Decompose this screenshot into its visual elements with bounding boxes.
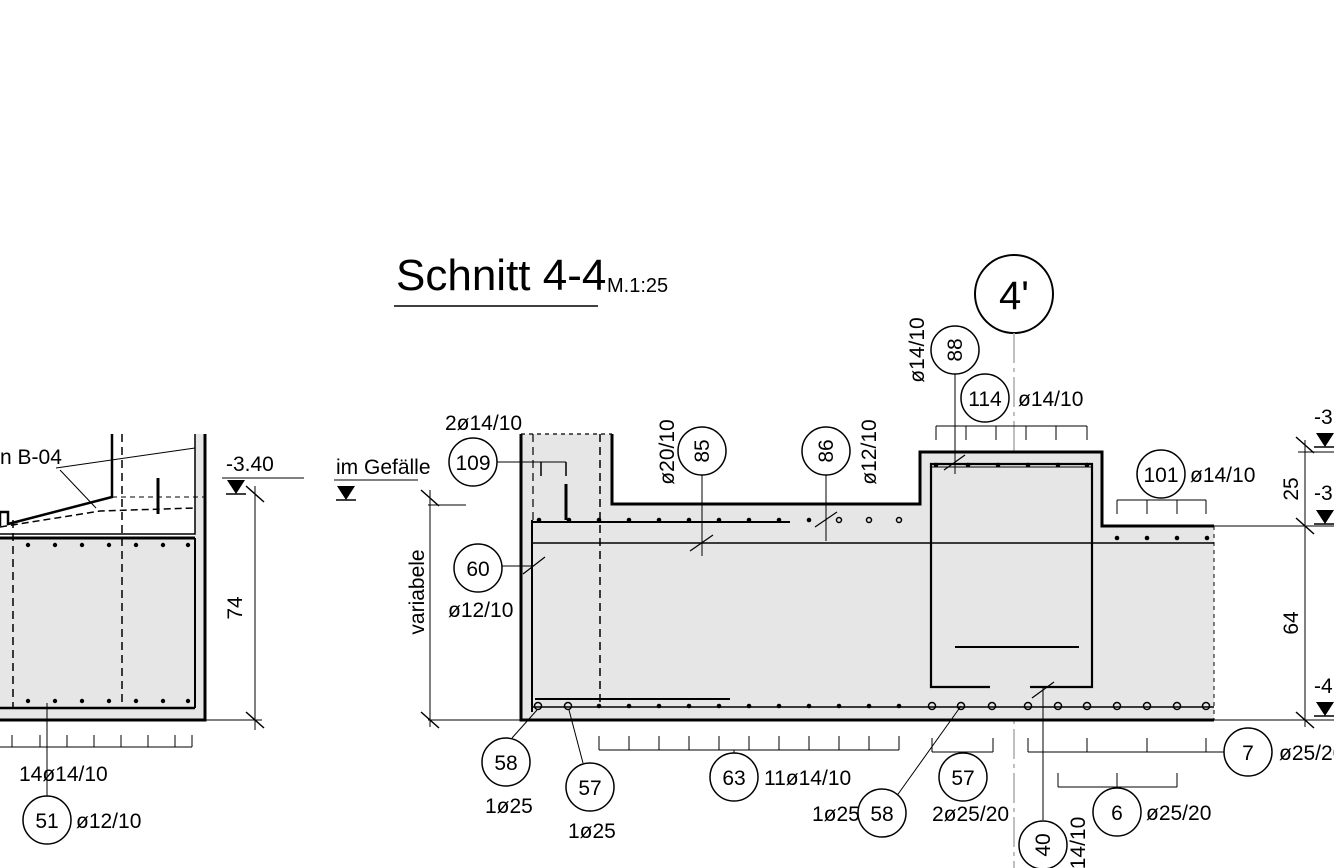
bar-63: 11ø14/10 xyxy=(764,767,851,790)
bubble-58a-label: 58 xyxy=(494,752,517,775)
bubble-63-label: 63 xyxy=(722,767,745,790)
left-section: n B-04 -3.40 74 14ø14/10 51 ø12/10 xyxy=(0,434,304,845)
left-wall-outline xyxy=(0,434,196,535)
bubble-7 xyxy=(1223,727,1273,777)
left-b04-leader-2 xyxy=(59,469,97,509)
bubble-60-label: 60 xyxy=(466,558,489,581)
left-b04-leader-1 xyxy=(55,447,196,469)
bubble-101-label: 101 xyxy=(1143,464,1178,487)
bubble-57b-label: 57 xyxy=(951,767,974,790)
leader-88-tick xyxy=(943,454,966,471)
bubble-6 xyxy=(1092,787,1142,837)
bubble-57a-label: 57 xyxy=(578,777,601,800)
bubble-57b xyxy=(938,752,988,802)
bar-60: ø12/10 xyxy=(448,599,513,622)
bubble-101 xyxy=(1136,449,1186,499)
gefalle-marker xyxy=(337,486,355,500)
bubble-88-label: 88 xyxy=(944,338,967,361)
main-section: im Gefälle variabele 2ø14/10 109 60 ø12/… xyxy=(334,317,1334,868)
left-dim-74: 74 xyxy=(224,596,247,620)
bubble-58b-label: 58 xyxy=(870,803,893,826)
bar-58b: 1ø25 xyxy=(812,803,860,826)
bar-85: ø20/10 xyxy=(656,419,679,484)
bar-58a: 1ø25 xyxy=(485,795,533,818)
drawing-title: Schnitt 4-4 xyxy=(396,251,606,300)
bar-57a: 1ø25 xyxy=(568,820,616,843)
bubble-51 xyxy=(22,795,72,845)
bar-114: ø14/10 xyxy=(1018,388,1083,411)
left-b04-text: n B-04 xyxy=(0,446,62,469)
right-level-bot-marker xyxy=(1316,702,1334,716)
left-spacing-ticks xyxy=(11,735,193,747)
leader-60-tick xyxy=(522,556,546,575)
leader-86-tick xyxy=(814,511,838,528)
bar-40: 14/10 xyxy=(1067,817,1090,868)
leader-57a xyxy=(568,709,584,764)
right-tick-1 xyxy=(1295,436,1315,454)
spacing-101-ticks xyxy=(1116,500,1207,514)
right-level-top-marker xyxy=(1316,433,1334,447)
bubble-63 xyxy=(709,752,759,802)
bubble-60 xyxy=(453,543,503,593)
bar-86: ø12/10 xyxy=(858,419,881,484)
main-outline-step xyxy=(610,434,1214,528)
bubble-114 xyxy=(960,373,1010,423)
left-concrete-body xyxy=(0,434,205,720)
bar-6: ø25/20 xyxy=(1146,802,1211,825)
left-dashed-slope xyxy=(0,507,196,528)
left-bottom-dots xyxy=(25,698,191,704)
right-level-bot-text: -4. xyxy=(1314,675,1334,698)
stirrup-outer xyxy=(929,462,1094,689)
bubble-85-label: 85 xyxy=(691,439,714,462)
left-level-marker xyxy=(227,480,245,494)
bubble-86-label: 86 xyxy=(815,439,838,462)
leader-40-tick xyxy=(1031,681,1055,699)
gefalle-text: im Gefälle xyxy=(336,456,431,479)
right-level-mid-text: -3. xyxy=(1314,482,1334,505)
left-bar-51: ø12/10 xyxy=(76,810,141,833)
bubble-109-label: 109 xyxy=(455,452,490,475)
bubble-58a xyxy=(481,737,531,787)
spacing-63-ticks xyxy=(598,736,900,750)
bar-101: ø14/10 xyxy=(1190,464,1255,487)
bubble-40-label: 40 xyxy=(1032,833,1055,856)
bubble-57a xyxy=(565,762,615,812)
left-level-text: -3.40 xyxy=(226,453,274,476)
left-bar-14: 14ø14/10 xyxy=(19,763,108,786)
leader-85-tick xyxy=(689,534,714,552)
leader-58b xyxy=(895,705,962,798)
bar-88: ø14/10 xyxy=(906,317,929,382)
right-level-top-text: -3. xyxy=(1314,406,1334,429)
right-level-mid-marker xyxy=(1316,510,1334,524)
bar-109: 2ø14/10 xyxy=(445,412,522,435)
bar-7: ø25/20 xyxy=(1279,742,1334,765)
leader-58a xyxy=(511,709,538,739)
left-top-dots xyxy=(25,542,191,548)
main-top-dots xyxy=(536,462,1210,541)
var-dim-text: variabele xyxy=(406,549,429,634)
bubble-58b xyxy=(857,788,907,838)
bubble-114-label: 114 xyxy=(968,388,1002,411)
bubble-40 xyxy=(1018,820,1068,868)
bubble-6-label: 6 xyxy=(1111,802,1123,825)
spacing-114-ticks xyxy=(935,426,1088,440)
bubble-7-label: 7 xyxy=(1242,742,1254,765)
left-top-edge xyxy=(0,434,114,526)
bubble-51-label: 51 xyxy=(35,810,58,833)
right-dim-25: 25 xyxy=(1280,477,1303,500)
spacing-7-ticks xyxy=(1027,738,1207,752)
left-dim-tick-top xyxy=(245,485,265,503)
main-bottom-dots xyxy=(596,703,902,709)
main-bottom-open-dots xyxy=(533,701,1211,711)
drawing-scale: M.1:25 xyxy=(607,275,668,297)
main-top-open-dots xyxy=(835,516,903,524)
bar-57b: 2ø25/20 xyxy=(932,803,1009,826)
right-dimensions: 25 64 -3. -3. -4. xyxy=(1214,406,1334,729)
var-dim-tick-top xyxy=(420,489,440,507)
right-dim-64: 64 xyxy=(1280,611,1303,635)
axis-label: 4' xyxy=(999,274,1029,318)
